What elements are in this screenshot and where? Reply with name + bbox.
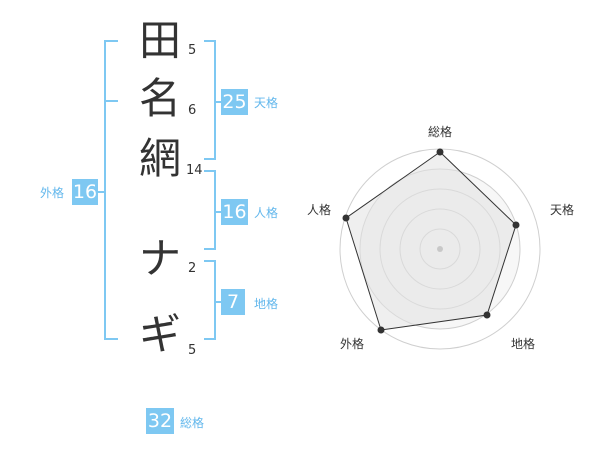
gaikaku-badge: 16 (72, 179, 98, 205)
tenkaku-bracket-vertical (214, 40, 216, 160)
jinkaku-bracket-top (204, 170, 216, 172)
radar-point-chikaku (483, 311, 491, 319)
radar-label-jinkaku: 人格 (307, 203, 332, 217)
radar-label-chikaku: 地格 (511, 337, 536, 351)
gaikaku-label: 外格 (40, 186, 65, 200)
stroke-count-4: 2 (188, 261, 197, 276)
jinkaku-bracket-bottom (204, 248, 216, 250)
gaikaku-bracket-bottom (104, 338, 118, 340)
jinkaku-bracket-connector (214, 211, 222, 213)
chikaku-bracket-connector (214, 301, 222, 303)
chikaku-bracket-bottom (204, 338, 216, 340)
radar-point-jinkaku (342, 214, 350, 222)
radar-point-gaikaku (377, 326, 385, 334)
radar-label-gaikaku: 外格 (340, 337, 365, 351)
gaikaku-bracket-vertical (104, 40, 106, 340)
soukaku-badge: 32 (146, 408, 174, 434)
radar-point-tenkaku (512, 221, 520, 229)
tenkaku-badge: 25 (221, 89, 248, 115)
stroke-count-2: 6 (188, 103, 197, 118)
tenkaku-bracket-bottom (204, 158, 216, 160)
name-char-2: 名 (138, 74, 181, 123)
chikaku-label: 地格 (254, 297, 279, 311)
name-char-4: ナ (138, 234, 181, 283)
gaikaku-bracket-connector (96, 191, 104, 193)
chikaku-badge: 7 (221, 289, 245, 315)
gaikaku-bracket-top (104, 40, 118, 42)
radar-label-soukaku: 総格 (428, 125, 453, 139)
jinkaku-bracket-vertical (214, 170, 216, 250)
radar-label-tenkaku: 天格 (550, 203, 575, 217)
stroke-count-5: 5 (188, 343, 197, 358)
name-char-5: ギ (138, 310, 181, 359)
stroke-count-3: 14 (186, 163, 203, 178)
name-char-3: 網 (138, 134, 181, 183)
gaikaku-bracket-mid (104, 100, 118, 102)
soukaku-label: 総格 (180, 416, 205, 430)
stroke-count-1: 5 (188, 43, 197, 58)
jinkaku-label: 人格 (254, 206, 279, 220)
tenkaku-label: 天格 (254, 96, 279, 110)
jinkaku-badge: 16 (221, 199, 248, 225)
name-char-1: 田 (138, 16, 181, 65)
tenkaku-bracket-top (204, 40, 216, 42)
radar-point-soukaku (436, 148, 444, 156)
radar-center-dot (437, 246, 443, 252)
radar-polygon (345, 151, 517, 331)
tenkaku-bracket-connector (214, 101, 222, 103)
chikaku-bracket-vertical (214, 260, 216, 340)
chikaku-bracket-top (204, 260, 216, 262)
